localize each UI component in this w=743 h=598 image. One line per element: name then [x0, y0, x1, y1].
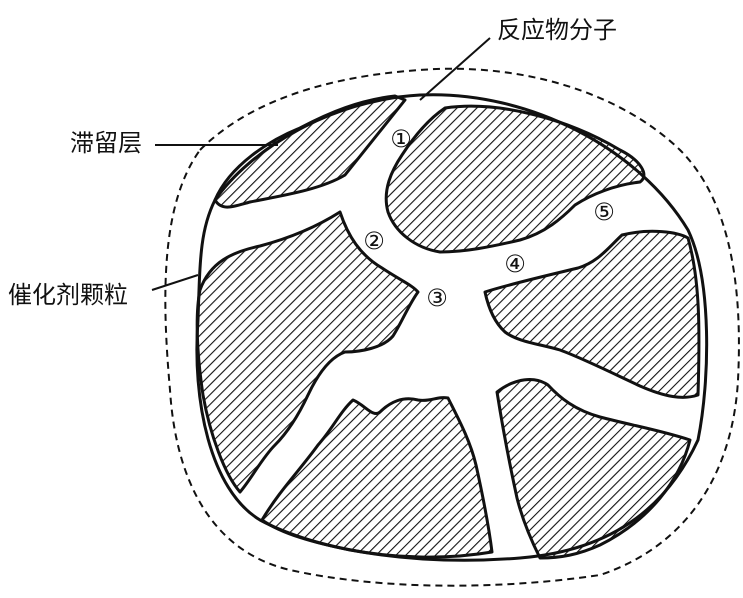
solid-block-top-right [384, 104, 646, 254]
solid-block-bottom-right [495, 378, 692, 560]
solid-block-right [483, 229, 701, 399]
label-stagnant-layer: 滞留层 [70, 129, 142, 157]
pore-marker-1: ① [390, 125, 412, 153]
pore-marker-5: ⑤ [593, 198, 615, 226]
solid-block-bottom-left [260, 396, 494, 559]
label-reactant-molecule: 反应物分子 [497, 16, 617, 44]
solid-block-top-left [213, 94, 407, 209]
leader-line-catalyst-particle [151, 274, 199, 291]
label-catalyst-particle: 催化剂颗粒 [8, 281, 128, 309]
solid-block-left [195, 210, 420, 494]
leader-line-reactant [419, 37, 491, 101]
pore-marker-4: ④ [504, 250, 526, 278]
pore-marker-3: ③ [426, 284, 448, 312]
pore-marker-2: ② [363, 227, 385, 255]
